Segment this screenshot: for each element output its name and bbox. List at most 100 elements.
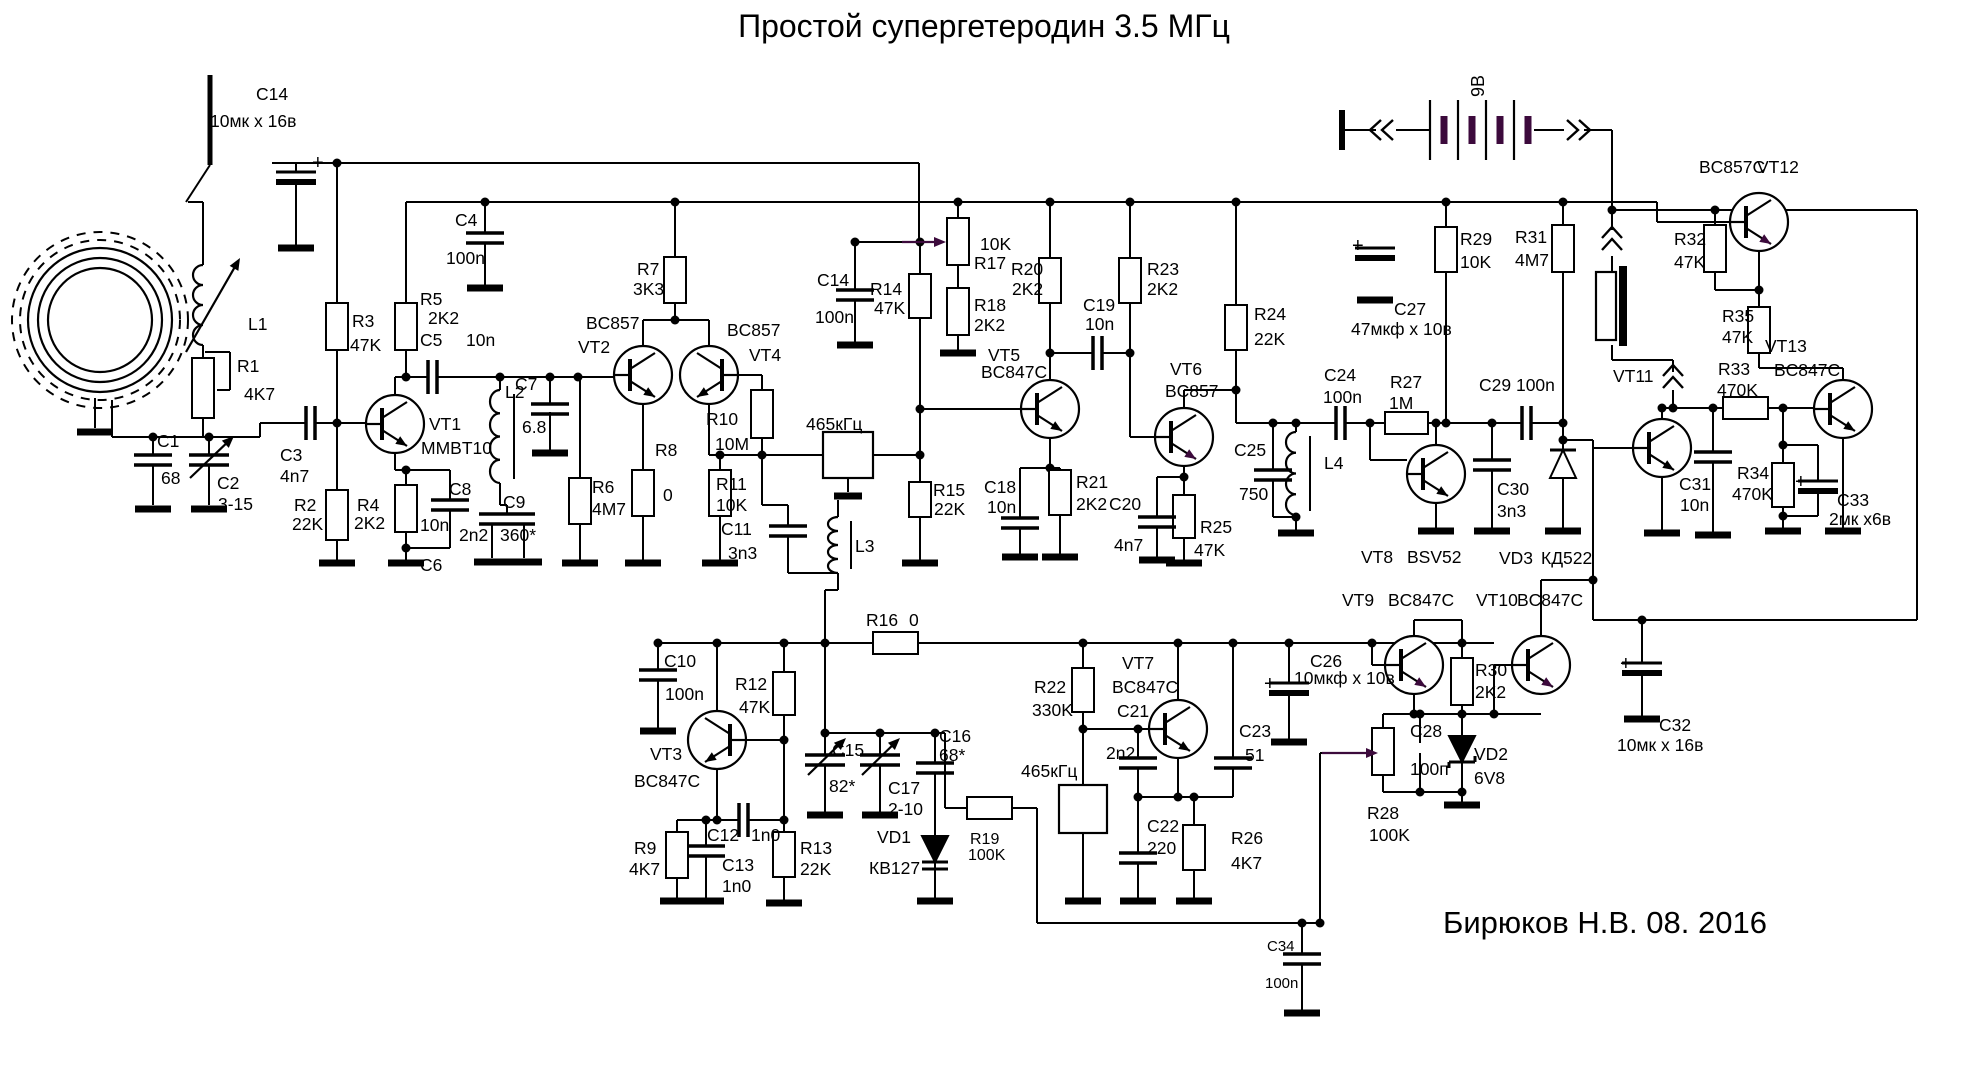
inductor-L4 [1284,430,1297,517]
junction-dot [1415,709,1425,719]
component-label: 47мкф x 10в [1351,319,1452,339]
junction-dot [1431,418,1441,428]
loop-antenna [46,266,154,374]
component-label: C14 [256,84,288,104]
resistor-R1 [191,357,215,419]
component-label: 51 [1245,745,1264,765]
junction-dot [1558,197,1568,207]
component-label: R18 [974,295,1006,315]
transistor-VT8 [1422,451,1449,469]
resistor-R31 [1551,224,1575,273]
component-label: 470K [1732,484,1773,504]
author-signature: Бирюков Н.В. 08. 2016 [1443,905,1767,940]
resistor-R6 [568,477,592,525]
connector-chevron [1662,363,1684,389]
junction-dot [1588,575,1598,585]
component-label: C7 [515,374,537,394]
junction-dot [701,815,711,825]
transistor-VT10 [1527,642,1554,660]
junction-dot [401,372,411,382]
component-label: 1n0 [722,876,751,896]
component-label: BC847C [981,362,1047,382]
junction-dot [1291,418,1301,428]
component-label: BC847C [1112,677,1178,697]
junction-dot [1179,472,1189,482]
inductor-L3 [826,515,839,575]
component-label: C15 [832,740,864,760]
resistor-R16 [872,631,919,655]
component-label: 4K7 [629,859,660,879]
component-label: 220 [1147,838,1176,858]
earphone-icon [1619,266,1627,346]
junction-dot [1133,792,1143,802]
resistor-R29 [1434,226,1458,273]
resistor-R21 [1048,469,1072,516]
filter-F2 [1057,783,1109,835]
junction-dot [1778,403,1788,413]
junction-dot [1268,418,1278,428]
junction-dot [573,372,583,382]
component-label: 100n [1323,387,1362,407]
component-label: 10n [987,497,1016,517]
component-label: C19 [1083,295,1115,315]
component-label: 465кГц [1021,761,1077,781]
component-label: 47K [1722,327,1753,347]
component-label: R24 [1254,304,1286,324]
junction-dot [1607,205,1617,215]
component-label: C30 [1497,479,1529,499]
junction-dot [915,404,925,414]
adjust-arrow [185,264,237,353]
resistor-R18 [946,287,970,336]
component-label: R6 [592,477,614,497]
transistor-VT1-arrow [395,436,407,446]
transistor-VT11 [1648,425,1675,443]
junction-dot [1045,348,1055,358]
component-label: R5 [420,289,442,309]
junction-dot [653,638,663,648]
junction-dot [930,728,940,738]
component-label: 6.8 [522,417,546,437]
resistor-R22 [1071,667,1095,713]
earphone-icon [1594,270,1618,342]
connector-chevron [1578,119,1592,141]
component-label: 2n2 [459,525,488,545]
component-label: BC847C [634,771,700,791]
component-label: L2 [505,382,524,402]
component-label: + [1795,471,1807,493]
component-label: 10мкф x 10в [1294,668,1395,688]
component-label: 10мк x 16в [1617,735,1703,755]
junction-dot [1297,918,1307,928]
transistor-VT9 [1400,642,1427,660]
component-label: 22K [800,859,831,879]
component-label: VT6 [1170,359,1202,379]
component-label: R33 [1718,359,1750,379]
component-label: C33 [1837,490,1869,510]
component-label: VT11 [1613,366,1654,386]
component-label: 100n [815,307,854,327]
transistor-VT8-arrow [1436,486,1448,496]
component-label: BC847C [1774,360,1840,380]
component-label: + [1264,673,1276,695]
loop-antenna [19,239,181,401]
resistor-R33 [1722,396,1769,420]
component-label: C8 [449,479,471,499]
connector-chevron [1601,225,1623,239]
transistor-VT13-arrow [1843,421,1855,431]
junction-dot [401,465,411,475]
component-label: КД522 [1541,548,1592,568]
connector-chevron [1566,119,1592,141]
transistor-VT13 [1829,386,1856,404]
component-label: R27 [1390,372,1422,392]
component-label: C13 [722,855,754,875]
resistor-R14 [908,273,932,319]
page-title: Простой супергетеродин 3.5 МГц [738,8,1230,44]
component-label: VT10 [1476,590,1518,610]
component-label: MMBT10 [421,438,492,458]
junction-dot [401,543,411,553]
adjust-arrow [189,440,229,479]
component-label: + [1620,653,1632,675]
resistor-R17 [946,217,970,266]
junction-dot [332,418,342,428]
junction-dot [1078,638,1088,648]
